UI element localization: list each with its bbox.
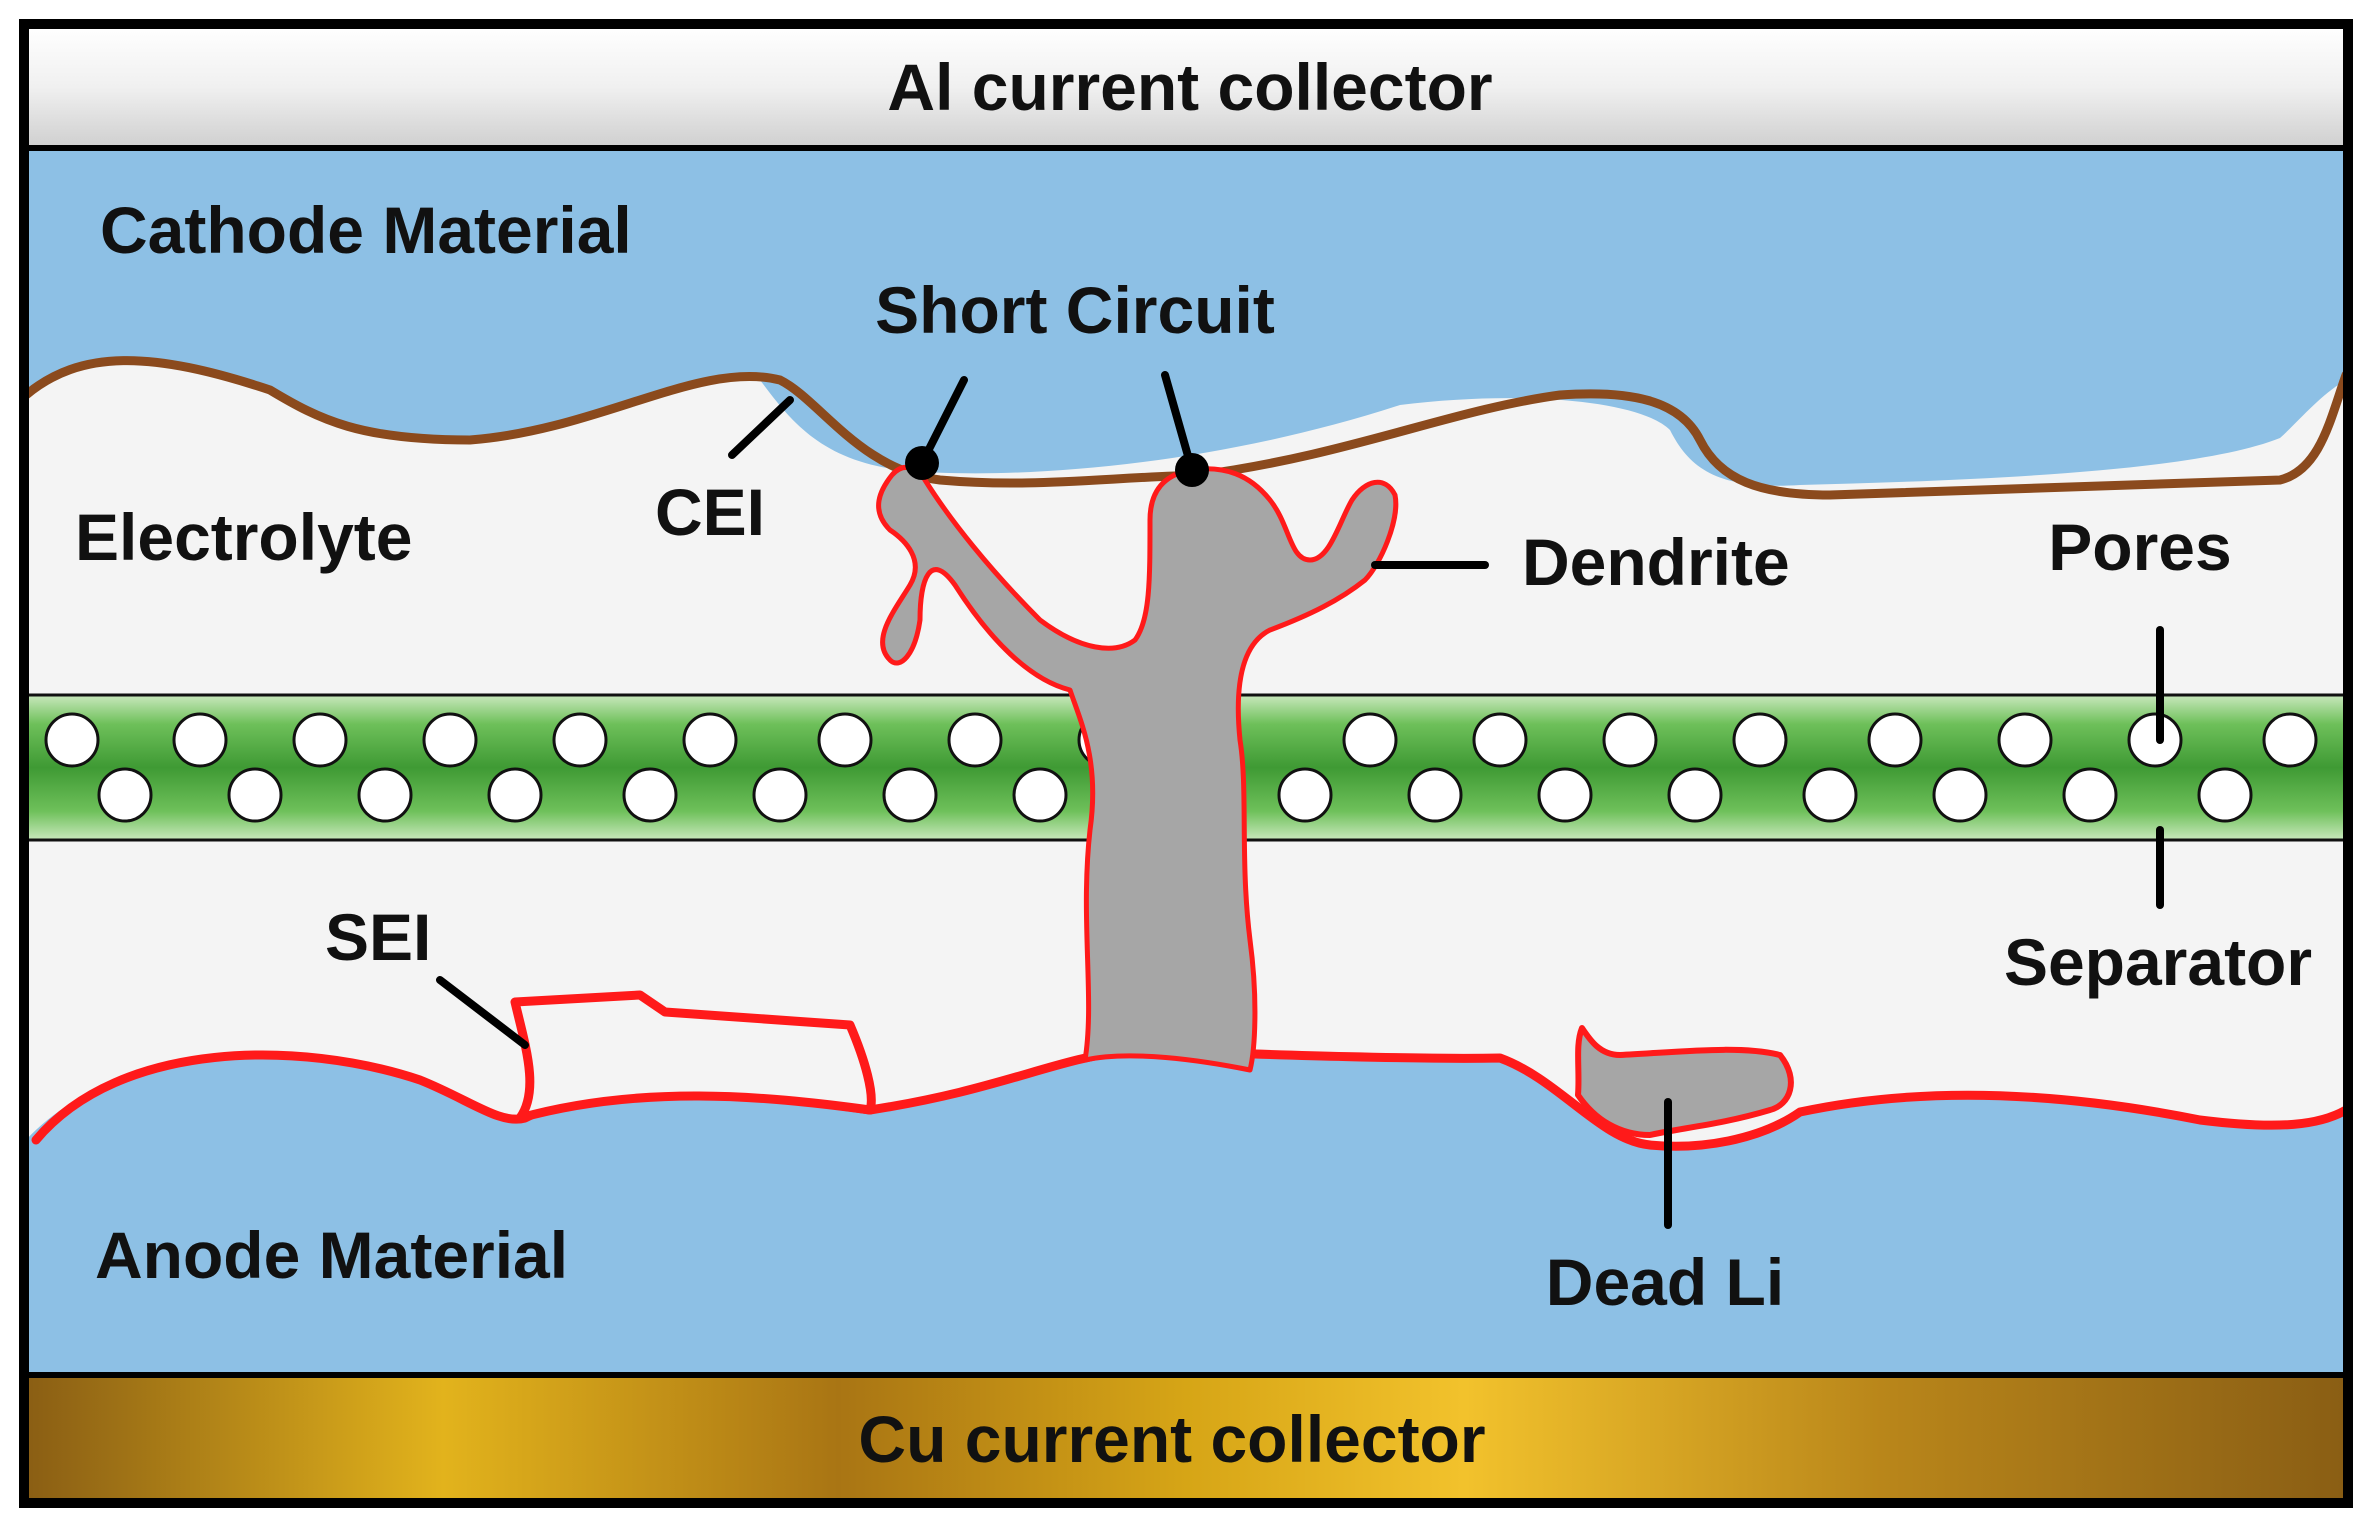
diagram-frame bbox=[19, 19, 2353, 1508]
sei-arrow bbox=[436, 976, 529, 1049]
lithium-dendrite bbox=[876, 464, 1399, 1073]
sei-label: SEI bbox=[325, 900, 431, 974]
cei-label: CEI bbox=[655, 475, 765, 549]
al-current-collector bbox=[26, 26, 2346, 151]
electrolyte-label: Electrolyte bbox=[75, 500, 412, 574]
pores-label: Pores bbox=[2048, 510, 2231, 584]
cathode-material-region bbox=[26, 148, 2346, 486]
separator-pores bbox=[44, 712, 2318, 823]
dead-li-label: Dead Li bbox=[1546, 1245, 1784, 1319]
dendrite-label: Dendrite bbox=[1522, 525, 1790, 599]
short-circuit-arrow-left bbox=[918, 376, 968, 467]
al-collector-label: Al current collector bbox=[887, 50, 1492, 124]
cei-arrow bbox=[728, 396, 794, 459]
sei-flake bbox=[510, 990, 876, 1123]
short-circuit-arrow-right bbox=[1161, 371, 1196, 474]
anode-label: Anode Material bbox=[95, 1218, 568, 1292]
separator-label: Separator bbox=[2004, 925, 2312, 999]
cathode-label: Cathode Material bbox=[100, 193, 632, 267]
short-circuit-label: Short Circuit bbox=[875, 273, 1275, 347]
cu-collector-label: Cu current collector bbox=[858, 1402, 1485, 1476]
cu-current-collector bbox=[26, 1372, 2346, 1501]
dead-li-deposit bbox=[1575, 1025, 1794, 1138]
